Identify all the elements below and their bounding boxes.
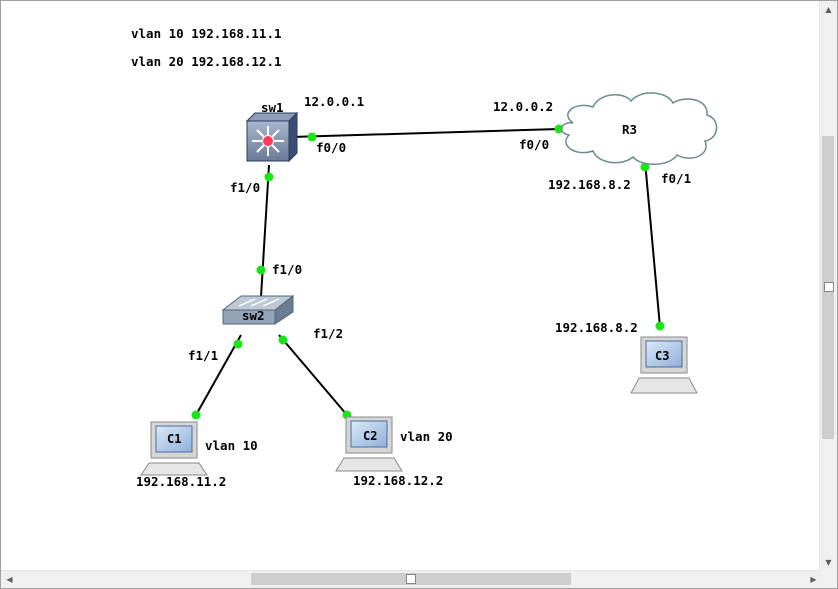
sw1-label: sw1 [261,100,284,115]
pc-monitor-icon [350,420,388,448]
pc-monitor-icon [155,425,193,453]
port-dot-sw1-f0-0 [307,132,317,142]
scroll-down-arrow-icon[interactable]: ▼ [825,558,832,567]
r3-port-f0-0: f0/0 [519,137,549,152]
c2-ip: 192.168.12.2 [353,473,443,488]
scroll-right-arrow-icon[interactable]: ▶ [810,575,817,584]
horizontal-scrollbar[interactable]: ◀ ▶ [1,570,822,588]
port-dot-sw2-f1-1 [233,339,243,349]
r3-label: R3 [622,122,637,137]
c1-ip: 192.168.11.2 [136,474,226,489]
port-dot-c1 [191,410,201,420]
cloud-router-icon [561,92,718,165]
scroll-left-arrow-icon[interactable]: ◀ [6,575,13,584]
sw1-port-f1-0: f1/0 [230,180,260,195]
r3-ip-lan: 192.168.8.2 [548,177,631,192]
c2-label: C2 [363,429,377,443]
c2-vlan: vlan 20 [400,429,453,444]
links [195,128,661,416]
sw2-port-f1-1: f1/1 [188,348,218,363]
port-dot-r3-f0-0 [554,124,564,134]
c2-device[interactable] [335,416,403,472]
topology-canvas[interactable]: vlan 10 192.168.11.1 vlan 20 192.168.12.… [1,1,822,571]
note-vlan10: vlan 10 192.168.11.1 [131,26,282,41]
r3-ip-wan: 12.0.0.2 [493,99,553,114]
switch-arrows-icon [238,298,280,307]
link-sw2-c2[interactable] [278,334,348,416]
keyboard-icon [140,462,208,476]
c1-vlan: vlan 10 [205,438,258,453]
sw1-device[interactable] [245,111,299,163]
c3-label: C3 [655,349,669,363]
c1-device[interactable] [140,421,208,476]
pc-monitor-icon [645,340,683,368]
port-dot-c3 [655,321,665,331]
c1-label: C1 [167,432,181,446]
horizontal-scroll-thumb[interactable] [251,573,571,585]
scroll-up-arrow-icon[interactable]: ▲ [825,5,832,14]
sw2-port-f1-2: f1/2 [313,326,343,341]
link-sw1-r3[interactable] [290,128,560,138]
link-sw2-c1[interactable] [195,334,242,416]
sw1-port-f0-0: f0/0 [316,140,346,155]
grip-icon [406,574,416,584]
link-r3-c3[interactable] [644,160,661,328]
port-dot-sw2-f1-0 [256,265,266,275]
scrollbar-corner [820,571,837,588]
port-dot-sw2-f1-2 [278,335,288,345]
keyboard-icon [335,457,403,472]
sw2-device[interactable] [221,294,295,325]
sw2-port-f1-0: f1/0 [272,262,302,277]
c3-ip: 192.168.8.2 [555,320,638,335]
c3-device[interactable] [630,336,698,394]
sw1-ip: 12.0.0.1 [304,94,364,109]
port-dot-sw1-f1-0 [264,172,274,182]
sw2-label: sw2 [242,308,265,323]
note-vlan20: vlan 20 192.168.12.1 [131,54,282,69]
keyboard-icon [630,377,698,394]
grip-icon [824,282,834,292]
vertical-scrollbar[interactable]: ▲ ▼ [819,1,837,571]
r3-device[interactable] [561,92,718,165]
port-dots [191,124,665,420]
vertical-scroll-thumb[interactable] [822,136,834,439]
r3-port-f0-1: f0/1 [661,171,691,186]
link-sw1-sw2[interactable] [260,164,270,298]
port-dot-r3-f0-1 [640,162,650,172]
